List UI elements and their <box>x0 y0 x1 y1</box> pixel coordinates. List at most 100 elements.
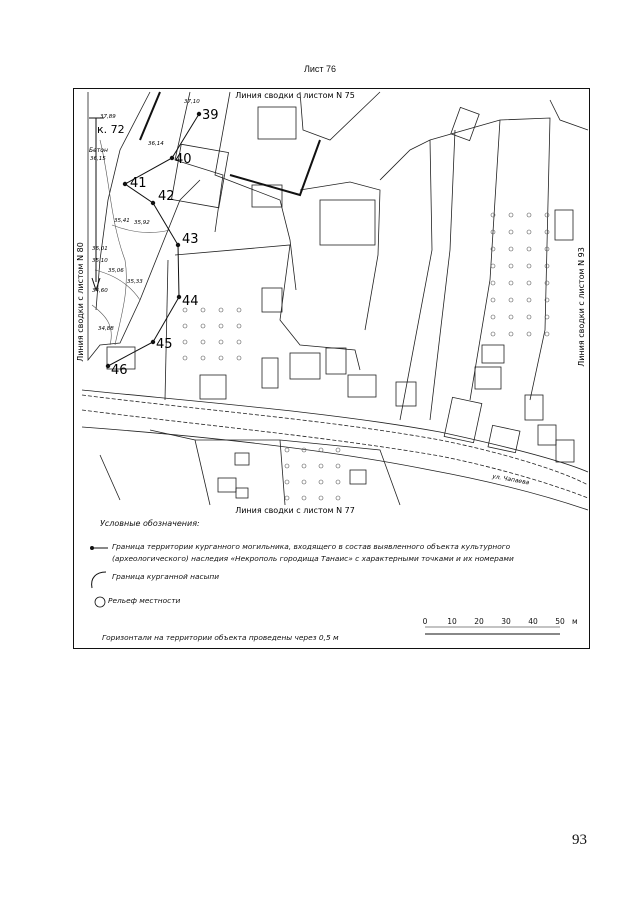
road-edge <box>81 409 589 499</box>
boundary-point-marker <box>150 339 156 345</box>
relief-marker <box>544 280 550 286</box>
elevation-label: 35,92 <box>134 220 150 226</box>
relief-marker <box>490 263 496 269</box>
elevation-label: 34,88 <box>98 326 114 332</box>
building <box>261 357 279 389</box>
building <box>395 381 417 407</box>
boundary-point-marker <box>176 294 182 300</box>
relief-marker <box>301 495 307 501</box>
relief-marker <box>218 355 224 361</box>
relief-marker <box>318 463 324 469</box>
contour-line <box>111 224 171 233</box>
relief-marker <box>284 495 290 501</box>
boundary-point-marker <box>122 181 128 187</box>
relief-marker <box>544 314 550 320</box>
relief-marker <box>301 447 307 453</box>
relief-marker <box>200 323 206 329</box>
building <box>481 344 505 364</box>
building <box>257 106 297 140</box>
building <box>171 143 229 209</box>
building <box>450 106 480 142</box>
relief-marker <box>218 323 224 329</box>
relief-marker <box>218 307 224 313</box>
relief-marker <box>490 314 496 320</box>
relief-marker <box>490 297 496 303</box>
relief-marker <box>490 212 496 218</box>
relief-marker <box>508 280 514 286</box>
site-boundary <box>107 113 200 367</box>
building <box>524 394 544 421</box>
parcel <box>99 454 121 501</box>
relief-marker <box>182 307 188 313</box>
boundary-point-label: 39 <box>202 108 219 123</box>
relief-marker <box>508 229 514 235</box>
relief-marker <box>301 479 307 485</box>
relief-marker <box>236 355 242 361</box>
relief-marker <box>335 463 341 469</box>
relief-marker <box>182 355 188 361</box>
building <box>555 439 575 463</box>
boundary-point-label: 45 <box>156 337 173 352</box>
adjacent-sheet-left: Линия сводки с листом N 80 <box>76 242 85 362</box>
relief-marker <box>544 246 550 252</box>
relief-marker <box>200 355 206 361</box>
parcel <box>214 91 297 291</box>
relief-marker <box>335 479 341 485</box>
parcel <box>429 117 551 401</box>
relief-marker <box>544 331 550 337</box>
parcel <box>95 91 151 311</box>
relief-marker <box>200 307 206 313</box>
parcel <box>195 439 401 506</box>
relief-marker <box>218 339 224 345</box>
relief-marker <box>526 246 532 252</box>
elevation-label: 35,06 <box>108 268 124 274</box>
relief-marker <box>526 297 532 303</box>
parcel <box>174 91 224 233</box>
sheet-title: Лист 76 <box>303 64 337 74</box>
relief-marker <box>236 339 242 345</box>
relief-marker <box>284 447 290 453</box>
boundary-point-marker <box>196 111 202 117</box>
building <box>443 396 483 444</box>
parcel <box>549 99 589 131</box>
relief-marker <box>236 307 242 313</box>
building <box>106 346 136 370</box>
parcel <box>469 119 501 401</box>
relief-marker <box>526 212 532 218</box>
relief-marker <box>335 447 341 453</box>
relief-marker <box>508 246 514 252</box>
building <box>199 374 227 400</box>
relief-marker <box>508 331 514 337</box>
building <box>289 352 321 380</box>
relief-marker <box>318 495 324 501</box>
building <box>474 366 502 390</box>
building <box>349 469 367 485</box>
road-edge <box>81 389 589 473</box>
relief-marker <box>490 246 496 252</box>
boundary-point-marker <box>105 363 111 369</box>
thick-line <box>139 91 161 141</box>
boundary-point-label: 42 <box>158 189 175 204</box>
relief-marker <box>490 280 496 286</box>
relief-marker <box>490 229 496 235</box>
boundary-point-label: 40 <box>175 152 192 167</box>
boundary-point-marker <box>169 155 175 161</box>
building <box>261 287 283 313</box>
elevation-label: 35,33 <box>127 279 143 285</box>
boundary-point-label: 46 <box>111 363 128 378</box>
elevation-label: 36,14 <box>148 141 164 147</box>
adjacent-sheet-right: Линия сводки с листом N 93 <box>577 247 586 367</box>
boundary-point-label: 44 <box>182 294 199 309</box>
contour-line <box>94 269 141 301</box>
relief-marker <box>284 463 290 469</box>
relief-marker <box>508 314 514 320</box>
building <box>325 347 347 375</box>
parcel <box>174 244 361 371</box>
contour-line <box>91 304 112 346</box>
elevation-label: 35,10 <box>92 258 108 264</box>
north-arrow-head <box>91 277 101 292</box>
relief-marker <box>544 229 550 235</box>
relief-marker <box>526 229 532 235</box>
elevation-label: 37,89 <box>100 114 116 120</box>
